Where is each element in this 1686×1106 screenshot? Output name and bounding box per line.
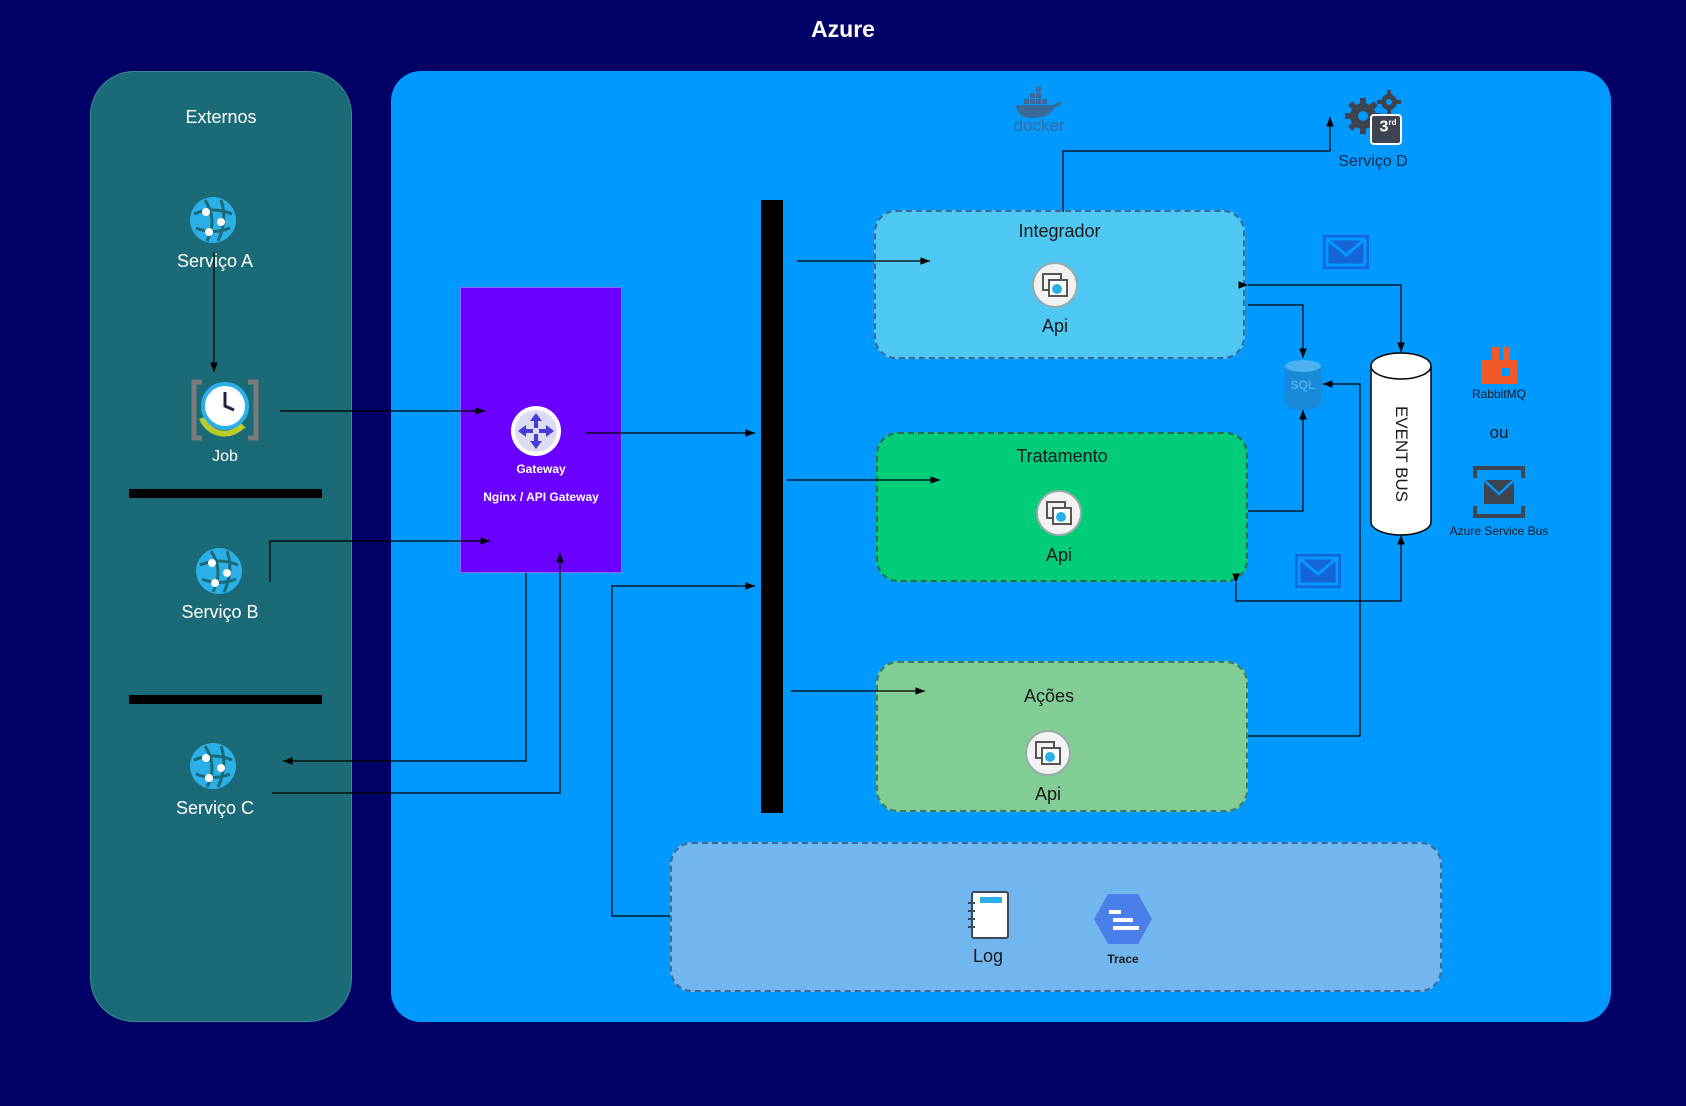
message-icon (1295, 554, 1341, 588)
servico-d-badge: 3rd (1373, 118, 1403, 136)
externos-label: Externos (185, 107, 257, 127)
service-mesh-bar (761, 200, 783, 813)
message-icon (1323, 235, 1369, 269)
integrador-title: Integrador (1018, 221, 1101, 241)
log-label: Log (972, 946, 1004, 966)
event-bus-label: EVENT BUS (1392, 405, 1411, 503)
ou-label: ou (1489, 423, 1509, 442)
trace-label: Trace (1107, 952, 1139, 966)
servico-a-label: Serviço A (176, 251, 254, 271)
service-bus-icon (1473, 466, 1525, 518)
api-icon (1025, 730, 1071, 776)
log-icon (968, 891, 1009, 939)
servico-d-label: Serviço D (1338, 153, 1408, 170)
page-title: Azure (811, 16, 875, 42)
gateway-sublabel: Nginx / API Gateway (483, 490, 599, 504)
integrador-api-label: Api (1041, 316, 1068, 336)
rabbitmq-label: RabbitMQ (1471, 387, 1527, 401)
rabbitmq-icon (1481, 347, 1517, 384)
job-label: Job (212, 448, 238, 465)
web-app-icon (196, 548, 242, 594)
event-bus-cylinder (1370, 352, 1432, 536)
acoes-api-label: Api (1034, 784, 1061, 804)
badge-number: 3 (1379, 118, 1389, 136)
observability-container (670, 842, 1442, 992)
sql-label: SQL (1290, 378, 1316, 392)
trace-icon (1094, 894, 1152, 944)
servico-b-label: Serviço B (181, 602, 259, 622)
tratamento-api-label: Api (1045, 545, 1072, 565)
clock-icon (191, 379, 259, 441)
docker-icon (1016, 87, 1063, 119)
router-icon (511, 406, 561, 456)
separator-bar (129, 695, 322, 704)
web-app-icon (190, 743, 236, 789)
separator-bar (129, 489, 322, 498)
servico-c-label: Serviço C (175, 798, 255, 818)
docker-label: docker (1013, 116, 1065, 135)
azure-service-bus-label: Azure Service Bus (1449, 524, 1549, 538)
gateway-label: Gateway (516, 462, 566, 476)
web-app-icon (190, 197, 236, 243)
badge-suffix: rd (1388, 118, 1397, 127)
api-icon (1036, 490, 1082, 536)
acoes-title: Ações (1023, 686, 1075, 706)
third-party-gear-icon (1345, 90, 1402, 145)
api-icon (1032, 262, 1078, 308)
tratamento-title: Tratamento (1016, 446, 1108, 466)
